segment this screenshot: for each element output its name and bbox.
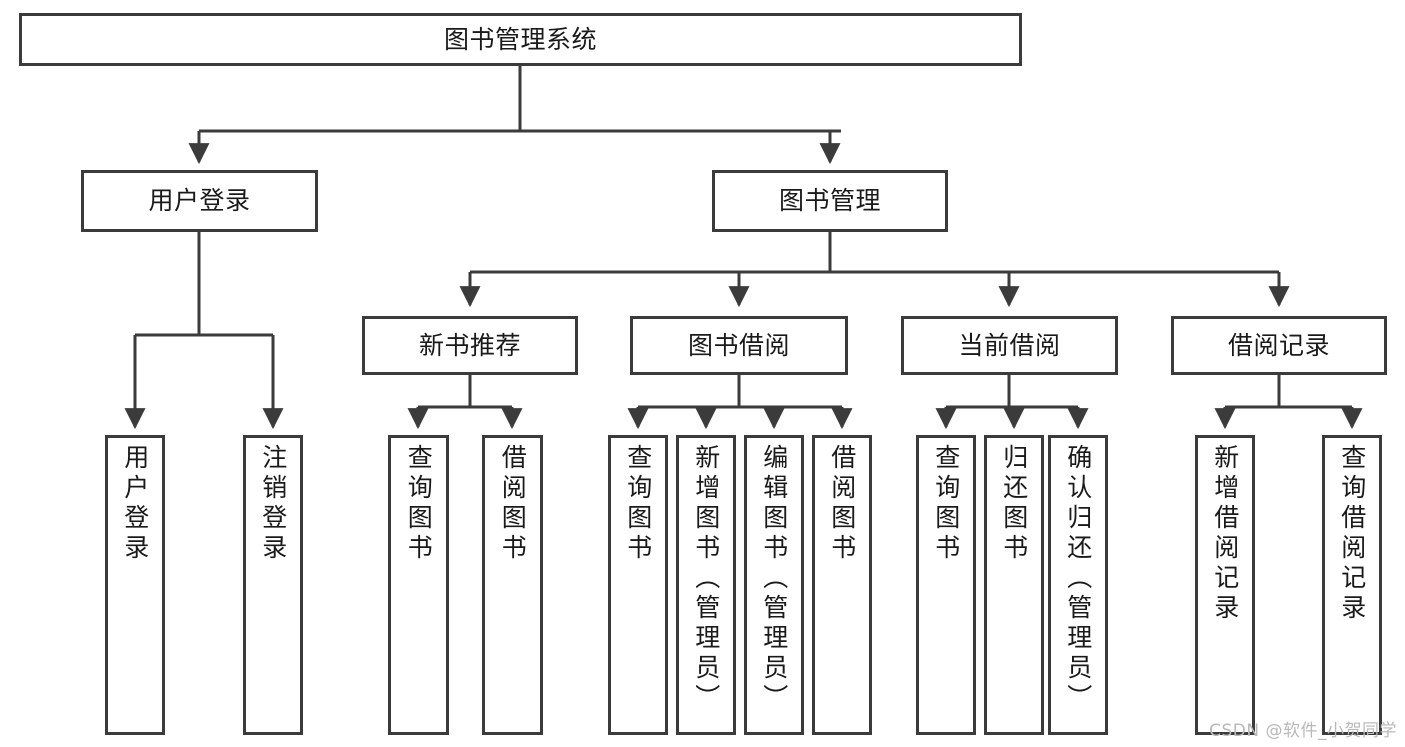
node-leaf-confirm-return-label: 确认归还（管理员） <box>1063 444 1093 714</box>
node-leaf-user-login[interactable]: 用户登录 <box>105 435 165 735</box>
node-leaf-return-book-label: 归还图书 <box>999 444 1029 564</box>
node-leaf-borrow-book-recommend[interactable]: 借阅图书 <box>482 435 543 735</box>
node-leaf-query-book-borrow-label: 查询图书 <box>623 444 653 564</box>
node-borrow-records[interactable]: 借阅记录 <box>1171 316 1387 375</box>
node-leaf-add-record-label: 新增借阅记录 <box>1210 444 1240 624</box>
node-leaf-query-record[interactable]: 查询借阅记录 <box>1322 435 1382 735</box>
node-book-management-label: 图书管理 <box>778 186 881 216</box>
node-user-login-label: 用户登录 <box>148 186 251 216</box>
node-leaf-borrow-book[interactable]: 借阅图书 <box>812 435 872 735</box>
node-book-management[interactable]: 图书管理 <box>712 170 948 232</box>
node-root[interactable]: 图书管理系统 <box>19 13 1022 66</box>
node-leaf-return-book[interactable]: 归还图书 <box>984 435 1044 735</box>
node-current-borrow[interactable]: 当前借阅 <box>901 316 1118 375</box>
node-leaf-user-login-label: 用户登录 <box>120 444 150 564</box>
node-leaf-query-book-current[interactable]: 查询图书 <box>916 435 976 735</box>
node-borrow-records-label: 借阅记录 <box>1227 330 1330 360</box>
node-leaf-borrow-book-recommend-label: 借阅图书 <box>498 444 528 564</box>
node-leaf-add-record[interactable]: 新增借阅记录 <box>1195 435 1255 735</box>
node-leaf-add-book-label: 新增图书（管理员） <box>691 444 721 714</box>
node-book-borrow-label: 图书借阅 <box>687 330 790 360</box>
node-leaf-edit-book[interactable]: 编辑图书（管理员） <box>744 435 804 735</box>
node-root-label: 图书管理系统 <box>443 24 597 54</box>
node-leaf-edit-book-label: 编辑图书（管理员） <box>759 444 789 714</box>
node-leaf-query-book-recommend-label: 查询图书 <box>404 444 434 564</box>
node-leaf-confirm-return[interactable]: 确认归还（管理员） <box>1048 435 1108 735</box>
node-leaf-query-record-label: 查询借阅记录 <box>1337 444 1367 624</box>
node-leaf-logout[interactable]: 注销登录 <box>243 435 303 735</box>
node-leaf-query-book-borrow[interactable]: 查询图书 <box>608 435 668 735</box>
node-user-login[interactable]: 用户登录 <box>81 170 318 232</box>
node-leaf-add-book[interactable]: 新增图书（管理员） <box>676 435 736 735</box>
node-new-book-recommend[interactable]: 新书推荐 <box>362 316 578 375</box>
node-book-borrow[interactable]: 图书借阅 <box>630 316 848 375</box>
node-leaf-query-book-current-label: 查询图书 <box>931 444 961 564</box>
node-current-borrow-label: 当前借阅 <box>958 330 1061 360</box>
node-new-book-recommend-label: 新书推荐 <box>418 330 521 360</box>
watermark: CSDN @软件_小贺同学 <box>1209 721 1397 741</box>
node-leaf-logout-label: 注销登录 <box>258 444 288 564</box>
node-leaf-query-book-recommend[interactable]: 查询图书 <box>388 435 449 735</box>
node-leaf-borrow-book-label: 借阅图书 <box>827 444 857 564</box>
